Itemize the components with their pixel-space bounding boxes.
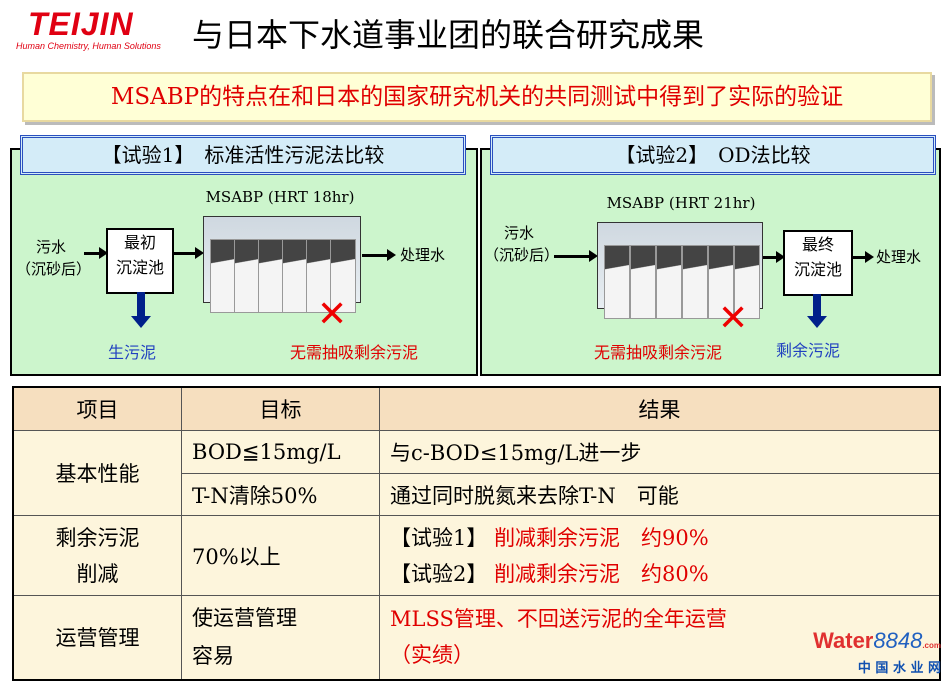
box-label: 沉淀池 bbox=[115, 258, 164, 277]
no-pump-label: 无需抽吸剩余污泥 bbox=[290, 343, 419, 362]
logo-tagline: Human Chemistry, Human Solutions bbox=[16, 41, 161, 51]
input-label: 污水 bbox=[35, 238, 66, 256]
goal-cell: 70%以上 bbox=[181, 515, 380, 596]
result-cell: 与c-BOD≤15mg/L进一步 bbox=[379, 430, 941, 474]
reduction-value: 削减剩余污泥 约80% bbox=[494, 561, 709, 586]
arrow-icon bbox=[554, 250, 598, 262]
input-note: （沉砂后） bbox=[16, 260, 92, 278]
excess-sludge-label: 剩余污泥 bbox=[776, 341, 841, 360]
header-goal: 目标 bbox=[181, 386, 380, 431]
result-line: （实绩） bbox=[390, 643, 474, 668]
table-header: 项目 目标 结果 bbox=[12, 386, 941, 431]
item-cell: 剩余污泥削减 bbox=[12, 515, 182, 596]
msabp-reactor-image bbox=[203, 216, 361, 313]
final-settling-tank: 最终沉淀池 bbox=[783, 230, 853, 296]
result-cell: MLSS管理、不回送污泥的全年运营 （实绩） bbox=[379, 595, 941, 680]
header-result: 结果 bbox=[379, 386, 941, 431]
wm-brand: Water bbox=[813, 628, 874, 653]
reactor-label: MSABP (HRT 18hr) bbox=[205, 188, 355, 206]
table-row: T-N清除50% 通过同时脱氮来去除T-N 可能 bbox=[13, 473, 941, 516]
table-row: 运营管理 使运营管理容易 MLSS管理、不回送污泥的全年运营 （实绩） bbox=[12, 595, 941, 680]
arrow-icon bbox=[84, 247, 108, 259]
page-title: 与日本下水道事业团的联合研究成果 bbox=[192, 16, 705, 54]
goal-cell: T-N清除50% bbox=[181, 473, 380, 516]
input-note: （沉砂后） bbox=[484, 246, 560, 264]
arrow-icon bbox=[362, 249, 396, 261]
down-arrow-icon bbox=[807, 294, 827, 328]
header-item: 项目 bbox=[12, 386, 182, 431]
test-label: 【试验1】 bbox=[390, 525, 488, 550]
no-pump-label: 无需抽吸剩余污泥 bbox=[594, 343, 723, 362]
wm-cn: 中 国 水 业 网 bbox=[857, 661, 941, 676]
goal-line: 使运营管理 bbox=[192, 606, 297, 631]
down-arrow-icon bbox=[131, 292, 151, 328]
results-table: 项目 目标 结果 基本性能 BOD≦15mg/L 与c-BOD≤15mg/L进一… bbox=[12, 386, 941, 681]
goal-line: 容易 bbox=[192, 644, 234, 669]
raw-sludge-label: 生污泥 bbox=[108, 343, 157, 362]
test2-title: 【试验2】 OD法比较 bbox=[490, 135, 936, 175]
wm-num: 8848 bbox=[873, 628, 923, 653]
result-line: MLSS管理、不回送污泥的全年运营 bbox=[390, 607, 727, 632]
output-label: 处理水 bbox=[400, 246, 446, 264]
wm-com: .com bbox=[922, 641, 941, 650]
box-label: 最终 bbox=[801, 235, 834, 254]
table-row: 基本性能 BOD≦15mg/L 与c-BOD≤15mg/L进一步 bbox=[12, 430, 941, 516]
table-row: 剩余污泥削减 70%以上 【试验1】 削减剩余污泥 约90%【试验2】 削减剩余… bbox=[12, 515, 941, 596]
arrow-icon bbox=[852, 251, 874, 263]
input-label: 污水 bbox=[503, 224, 534, 242]
test-label: 【试验2】 bbox=[390, 561, 488, 586]
test1-title: 【试验1】 标准活性污泥法比较 bbox=[20, 135, 466, 175]
result-cell: 通过同时脱氮来去除T-N 可能 bbox=[379, 473, 941, 516]
box-label: 沉淀池 bbox=[793, 260, 842, 279]
output-label: 处理水 bbox=[876, 248, 922, 266]
summary-banner: MSABP的特点在和日本的国家研究机关的共同测试中得到了实际的验证 bbox=[22, 72, 932, 122]
watermark-logo: Water8848.com 中 国 水 业 网 bbox=[813, 628, 941, 677]
item-cell: 运营管理 bbox=[12, 595, 182, 680]
test2-input: 污水 （沉砂后） bbox=[484, 222, 560, 266]
item-cell: 基本性能 bbox=[12, 430, 182, 516]
goal-cell: BOD≦15mg/L bbox=[181, 430, 380, 474]
goal-cell: 使运营管理容易 bbox=[181, 595, 380, 680]
primary-settling-tank: 最初沉淀池 bbox=[106, 228, 174, 294]
arrow-icon bbox=[174, 247, 204, 259]
reduction-value: 削减剩余污泥 约90% bbox=[494, 525, 709, 550]
result-cell: 【试验1】 削减剩余污泥 约90%【试验2】 削减剩余污泥 约80% bbox=[379, 515, 941, 596]
arrow-icon bbox=[763, 251, 785, 263]
teijin-logo: TEIJIN bbox=[28, 6, 134, 42]
item-line: 剩余污泥 bbox=[55, 525, 140, 550]
msabp-reactor-image bbox=[597, 222, 763, 319]
item-line: 削减 bbox=[76, 561, 119, 586]
box-label: 最初 bbox=[123, 233, 156, 252]
test1-input: 污水 （沉砂后） bbox=[16, 236, 92, 280]
reactor-label: MSABP (HRT 21hr) bbox=[606, 194, 756, 212]
cross-icon: ✕ bbox=[317, 294, 348, 335]
cross-icon: ✕ bbox=[718, 298, 749, 339]
